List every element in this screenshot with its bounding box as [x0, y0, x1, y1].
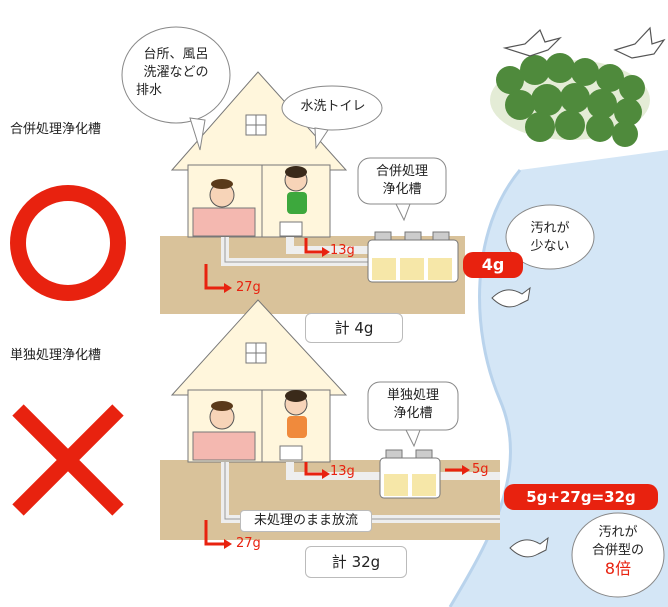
- flow-kitchen-top: 27g: [236, 280, 261, 295]
- bird: [613, 26, 666, 59]
- output-top-badge: 4g: [463, 252, 523, 278]
- untreated-label: 未処理のまま放流: [240, 510, 372, 532]
- bubble-line: 排水: [136, 83, 163, 98]
- total-bottom-box: 計 32g: [305, 546, 407, 578]
- flow-toilet-top: 13g: [330, 243, 355, 258]
- bubble-kitchen: [121, 26, 231, 124]
- arrow-kitchen-bottom: [204, 520, 224, 546]
- output-bottom-badge: 5g+27g=32g: [504, 484, 658, 510]
- bubble-toilet: [281, 85, 383, 131]
- ng-cross-icon: [12, 404, 124, 516]
- section-label-combined: 合併処理浄化槽: [10, 122, 102, 137]
- flow-out-bottom: 5g: [472, 462, 489, 477]
- bubble-emphasis: 8倍: [604, 559, 632, 578]
- arrow-toilet-top: [304, 238, 322, 254]
- ok-circle-icon: [10, 185, 126, 301]
- bubble-river-top-text: 汚れが 少ない: [510, 220, 590, 256]
- tank-bottom-label: 単独処理 浄化槽: [370, 387, 456, 423]
- house-top: [170, 71, 348, 238]
- tank-top-label: 合併処理 浄化槽: [360, 163, 444, 199]
- tank-label-line: 浄化槽: [393, 406, 433, 421]
- arrow-toilet-bottom: [304, 462, 322, 476]
- bubble-kitchen-text: 台所、風呂 洗濯などの 排水: [130, 46, 222, 100]
- arrow-kitchen-top: [204, 264, 224, 290]
- bubble-line: 汚れが: [530, 221, 570, 236]
- tank-label-line: 合併処理: [375, 164, 428, 179]
- forest: [490, 53, 650, 147]
- bubble-line: 汚れが: [598, 525, 638, 540]
- house-bottom: [170, 299, 348, 463]
- bird: [502, 28, 563, 57]
- tank-top: [367, 231, 459, 283]
- bubble-line: 合併型の: [591, 543, 644, 558]
- flow-kitchen-bottom: 27g: [236, 536, 261, 551]
- fish-icon: [509, 536, 549, 558]
- bubble-river-top: [505, 204, 595, 270]
- tank-bottom: [379, 449, 441, 499]
- section-label-single: 単独処理浄化槽: [10, 348, 102, 363]
- bubble-river-bottom: [571, 512, 665, 598]
- flow-toilet-bottom: 13g: [330, 464, 355, 479]
- bubble-line: 台所、風呂: [143, 47, 209, 62]
- bubble-line: 洗濯などの: [143, 65, 209, 80]
- tank-label-line: 浄化槽: [382, 182, 422, 197]
- tank-label-line: 単独処理: [386, 388, 439, 403]
- bubble-toilet-text: 水洗トイレ: [300, 99, 366, 114]
- bubble-line: 少ない: [530, 239, 570, 254]
- bubble-river-bottom-text: 汚れが 合併型の 8倍: [576, 524, 660, 578]
- total-top-box: 計 4g: [305, 313, 403, 343]
- fish-icon: [491, 286, 531, 308]
